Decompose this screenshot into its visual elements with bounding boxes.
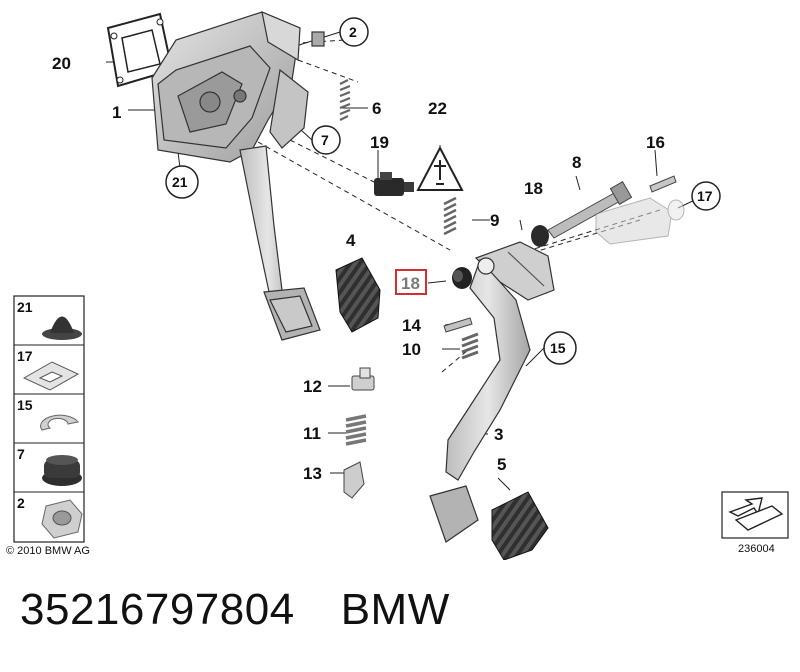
callout-22: 22 <box>428 99 447 118</box>
clutch-pedal-pad-part-5 <box>491 491 549 560</box>
reference-arrow-icon <box>728 497 784 531</box>
bushing-part-18-upper <box>531 225 549 247</box>
callout-8: 8 <box>572 153 581 172</box>
clutch-pedal-assembly-part-15 <box>429 241 555 543</box>
callout-labels: 20 1 2 6 7 19 22 21 9 8 16 18 17 4 18 14… <box>52 17 721 483</box>
callout-4: 4 <box>346 231 356 250</box>
reference-block: 236004 <box>721 491 789 555</box>
legend-label-7: 7 <box>17 446 25 462</box>
legend-label-2: 2 <box>17 495 25 511</box>
circlip-icon <box>40 414 79 431</box>
callout-3: 3 <box>494 425 503 444</box>
parts-legend: 21 17 15 7 2 <box>13 295 85 543</box>
callout-19: 19 <box>370 133 389 152</box>
callout-15: 15 <box>550 340 566 356</box>
stud-part-12 <box>351 367 375 391</box>
spring-part-9 <box>443 196 457 236</box>
gasket-part-20 <box>106 12 174 88</box>
callout-20: 20 <box>52 54 71 73</box>
callout-1: 1 <box>112 103 121 122</box>
push-clip-icon <box>42 316 82 340</box>
legend-label-15: 15 <box>17 397 33 413</box>
copyright-text: © 2010 BMW AG <box>6 545 90 557</box>
spring-part-10 <box>461 332 479 360</box>
reference-number: 236004 <box>738 543 775 555</box>
callout-18-upper: 18 <box>524 179 543 198</box>
screw-part-14 <box>443 317 473 333</box>
callout-12: 12 <box>303 377 322 396</box>
callout-10: 10 <box>402 340 421 359</box>
callout-18-highlighted: 18 <box>401 274 420 293</box>
clutch-master-cylinder <box>595 197 685 245</box>
callout-2: 2 <box>349 24 357 40</box>
exploded-parts-diagram: 20 1 2 6 7 19 22 21 9 8 16 18 17 4 18 14… <box>6 11 789 560</box>
callout-21: 21 <box>172 174 188 190</box>
callout-14: 14 <box>402 316 421 335</box>
plunger-part-13 <box>343 461 365 499</box>
switch-part-19 <box>374 172 414 196</box>
brake-pedal-arm <box>239 145 321 341</box>
bolt-part-8 <box>547 181 633 239</box>
callout-17: 17 <box>697 188 713 204</box>
callout-11: 11 <box>303 424 321 443</box>
spring-part-6 <box>339 79 351 121</box>
callout-16: 16 <box>646 133 665 152</box>
pedal-bracket-part-1 <box>151 11 325 163</box>
callout-7: 7 <box>321 132 329 148</box>
callout-13: 13 <box>303 464 322 483</box>
footer-caption: 35216797804 BMW <box>20 585 450 645</box>
brake-pedal-pad-part-4 <box>335 257 381 333</box>
spring-part-11 <box>345 414 367 446</box>
warning-triangle-icon <box>416 145 464 191</box>
bushing-part-18-highlighted <box>452 267 472 289</box>
spring-clip-icon <box>22 361 80 391</box>
callout-6: 6 <box>372 99 381 118</box>
callout-9: 9 <box>490 211 499 230</box>
legend-label-17: 17 <box>17 348 33 364</box>
hex-nut-icon <box>41 499 83 539</box>
pin-part-16 <box>649 175 677 193</box>
footer-part-number: 35216797804 <box>20 585 295 634</box>
rubber-buffer-icon <box>42 455 82 486</box>
highlight-box <box>395 269 427 295</box>
footer-brand: BMW <box>340 585 450 634</box>
legend-label-21: 21 <box>17 299 33 315</box>
callout-5: 5 <box>497 455 506 474</box>
